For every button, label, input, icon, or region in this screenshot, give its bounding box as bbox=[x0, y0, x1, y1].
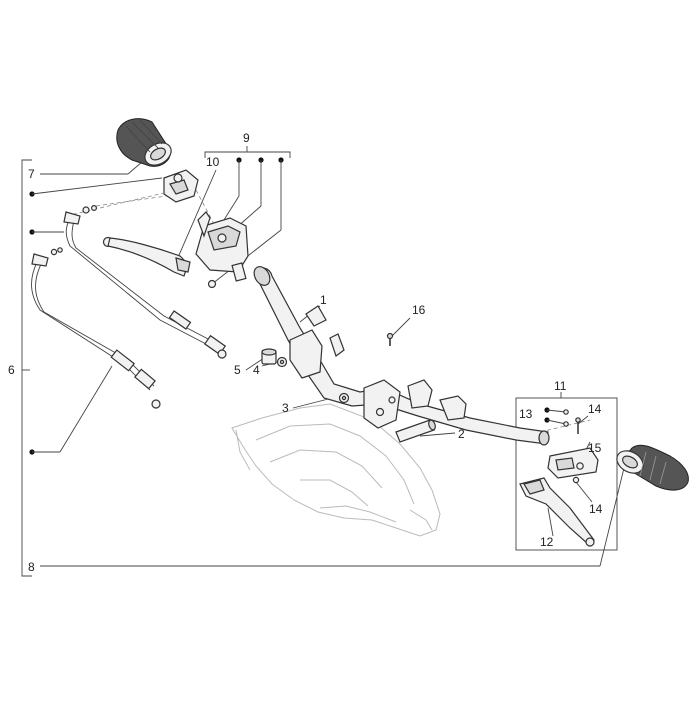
left-grip-part bbox=[116, 118, 172, 167]
pin-part bbox=[395, 419, 436, 443]
callout-1: 1 bbox=[320, 293, 327, 307]
callout-5: 5 bbox=[234, 363, 241, 377]
screw-part bbox=[386, 332, 394, 346]
callout-15: 15 bbox=[588, 441, 602, 455]
callout-3: 3 bbox=[282, 401, 289, 415]
left-brake-lever-part bbox=[102, 236, 191, 277]
spacer-part bbox=[261, 348, 277, 365]
callout-9: 9 bbox=[243, 131, 250, 145]
callout-2: 2 bbox=[458, 427, 465, 441]
callout-14-top: 14 bbox=[588, 402, 602, 416]
callout-11: 11 bbox=[554, 379, 567, 393]
master-cylinder-part bbox=[195, 211, 249, 289]
left-cables-part bbox=[31, 205, 227, 409]
callout-13: 13 bbox=[519, 407, 533, 421]
callout-7: 7 bbox=[28, 167, 35, 181]
callout-8: 8 bbox=[28, 560, 35, 574]
callout-12: 12 bbox=[540, 535, 554, 549]
washer-part bbox=[276, 356, 288, 368]
right-switch-bracket-part bbox=[547, 409, 599, 484]
alignment-lines bbox=[65, 189, 591, 433]
leader-lines bbox=[31, 160, 625, 567]
callout-6: 6 bbox=[8, 363, 15, 377]
callout-14-bottom: 14 bbox=[589, 502, 603, 516]
right-brake-lever-part bbox=[519, 477, 595, 547]
bracket-group-6 bbox=[21, 159, 35, 577]
ghost-body-panel bbox=[231, 403, 441, 537]
nut-part bbox=[338, 392, 350, 404]
callout-labels: 1 2 3 4 5 6 7 8 9 10 11 12 13 14 14 15 1… bbox=[8, 131, 603, 574]
callout-16: 16 bbox=[412, 303, 426, 317]
left-switch-housing-part bbox=[163, 169, 199, 203]
right-grip-part bbox=[616, 444, 689, 491]
handlebar-part bbox=[253, 266, 550, 446]
callout-10: 10 bbox=[206, 155, 220, 169]
callout-4: 4 bbox=[253, 363, 260, 377]
